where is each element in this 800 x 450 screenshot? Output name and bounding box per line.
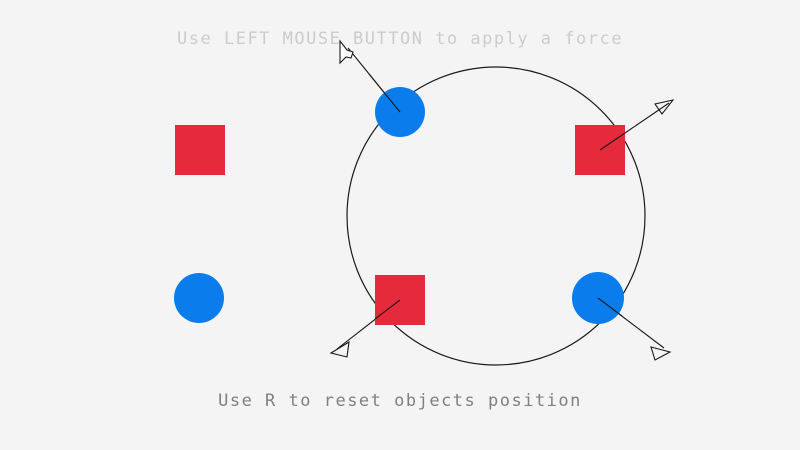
body-circle-blue-left[interactable]: [174, 273, 224, 323]
force-line-overlay-square-red-right: [599, 132, 626, 151]
hint-apply-force-label: Use LEFT MOUSE BUTTON to apply a force: [177, 29, 623, 49]
arrow-head-circle-blue-bottom-right: [650, 346, 672, 361]
body-square-red-left[interactable]: [175, 125, 225, 175]
force-line-overlay-circle-blue-top: [368, 73, 401, 113]
physics-bodies-group: [174, 87, 625, 325]
hint-reset-label: Use R to reset objects position: [218, 391, 582, 411]
force-line-overlay-square-red-bottom: [374, 299, 401, 320]
mouse-cursor-icon: [339, 39, 354, 65]
orbit-path-circle: [346, 66, 646, 366]
force-line-overlay-circle-blue-bottom-right: [597, 297, 623, 317]
arrow-head-square-red-right: [654, 99, 675, 115]
arrow-head-group: [329, 99, 675, 361]
force-vector-overlay-group: [368, 73, 626, 320]
arrow-head-square-red-bottom: [329, 340, 350, 358]
